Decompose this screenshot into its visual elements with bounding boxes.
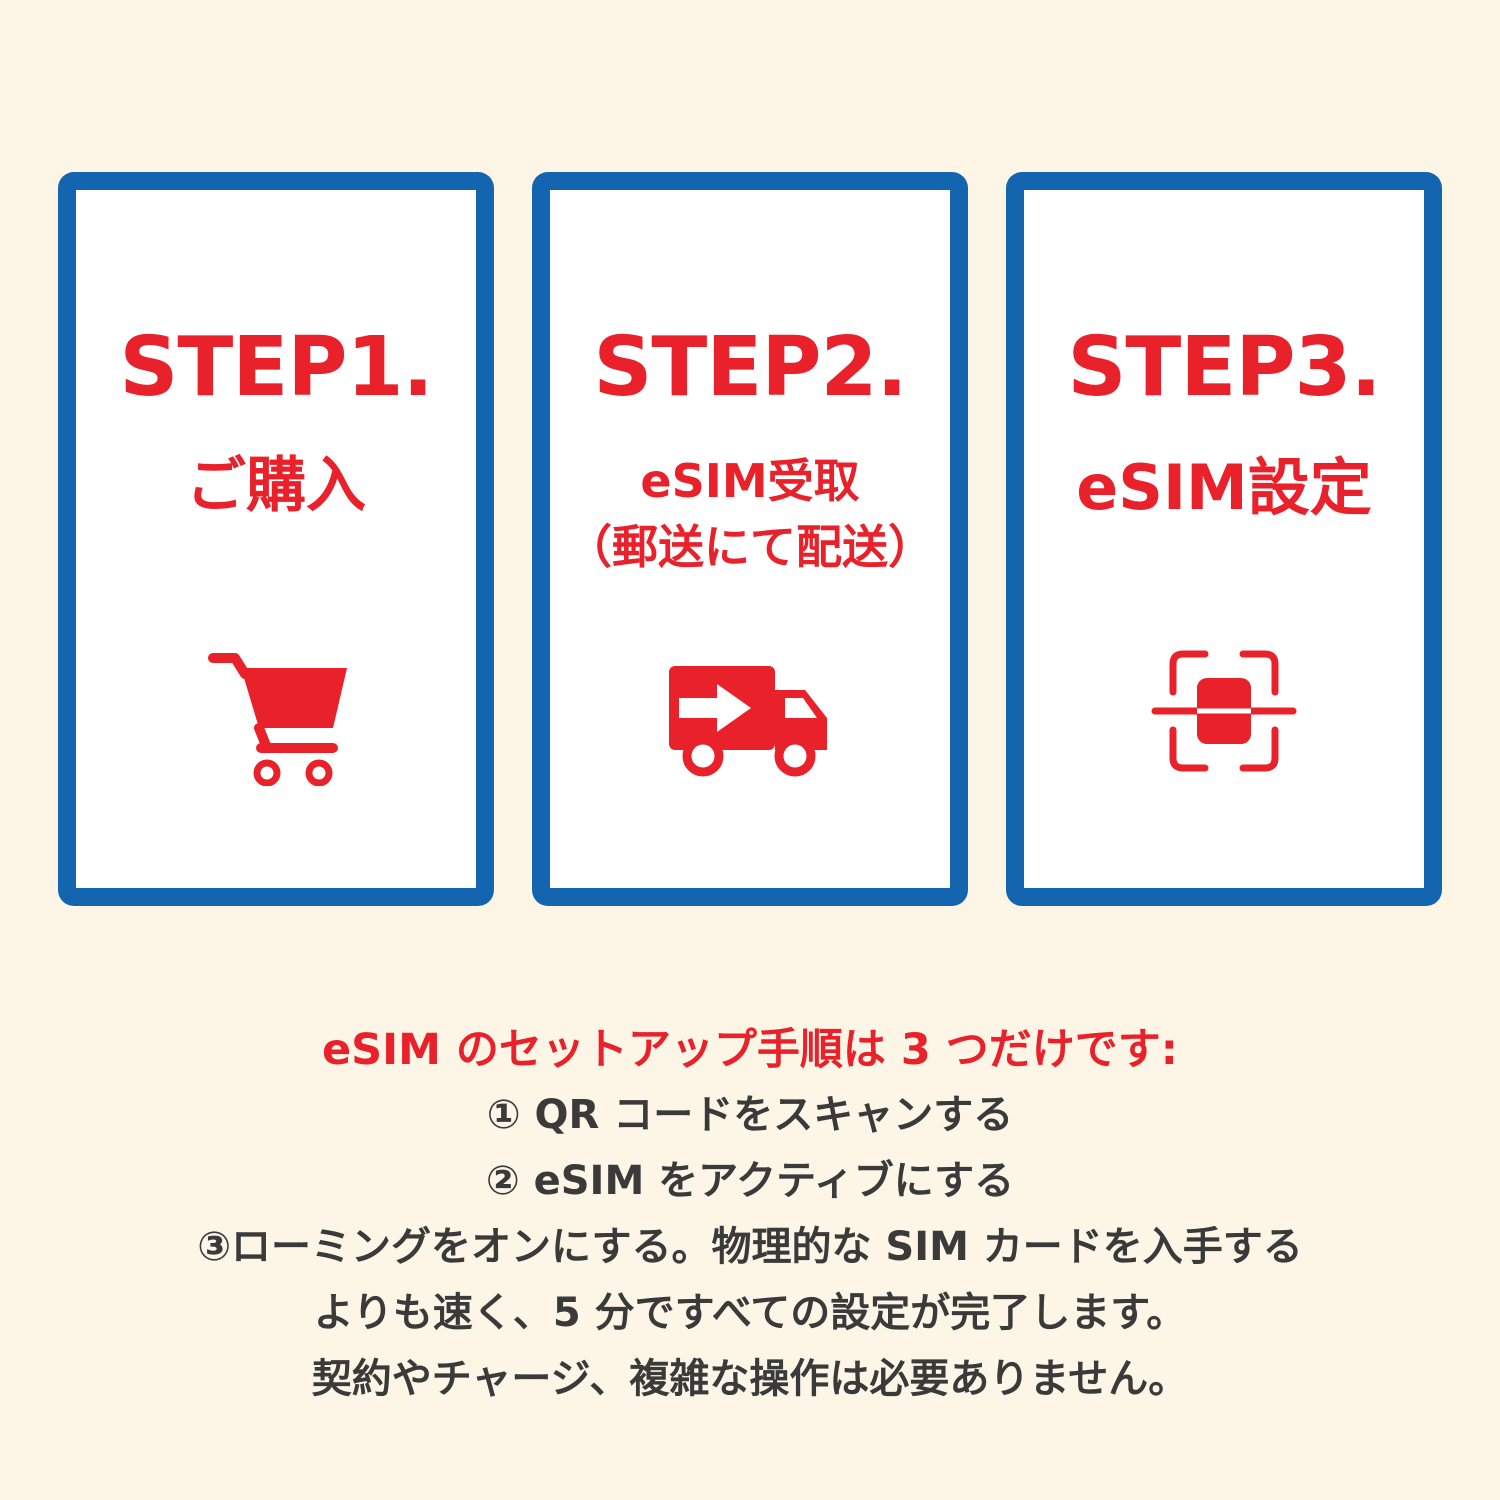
instructions: eSIM のセットアップ手順は 3 つだけです: ① QR コードをスキャンする…: [0, 1018, 1500, 1412]
step-subtitle: ご購入: [66, 450, 486, 522]
step-subtitle: eSIM受取 （郵送にて配送）: [540, 448, 960, 580]
instructions-line: ③ローミングをオンにする。物理的な SIM カードを入手する: [197, 1224, 1303, 1270]
shopping-cart-icon: [208, 653, 347, 786]
instructions-line: ② eSIM をアクティブにする: [485, 1158, 1015, 1204]
step-card-2: STEP2. eSIM受取 （郵送にて配送）: [532, 172, 968, 906]
instructions-line: よりも速く、5 分ですべての設定が完了します。: [313, 1290, 1187, 1336]
instructions-line: ① QR コードをスキャンする: [486, 1092, 1014, 1138]
step-subtitle-line: （郵送にて配送）: [566, 520, 934, 574]
instructions-line: 契約やチャージ、複雑な操作は必要ありません。: [311, 1356, 1189, 1402]
step-subtitle-line: eSIM設定: [1076, 451, 1372, 524]
scan-icon: [1151, 650, 1297, 772]
step-subtitle-line: ご購入: [186, 451, 366, 521]
step-subtitle: eSIM設定: [1014, 452, 1434, 524]
step-subtitle-line: eSIM受取: [640, 454, 860, 508]
step-title: STEP3.: [1067, 320, 1381, 415]
step-title: STEP2.: [593, 320, 907, 415]
step-card-3: STEP3. eSIM設定: [1006, 172, 1442, 906]
delivery-truck-icon: [669, 666, 827, 777]
instructions-title: eSIM のセットアップ手順は 3 つだけです:: [322, 1025, 1178, 1075]
step-card-1: STEP1. ご購入: [58, 172, 494, 906]
step-title: STEP1.: [119, 320, 433, 415]
